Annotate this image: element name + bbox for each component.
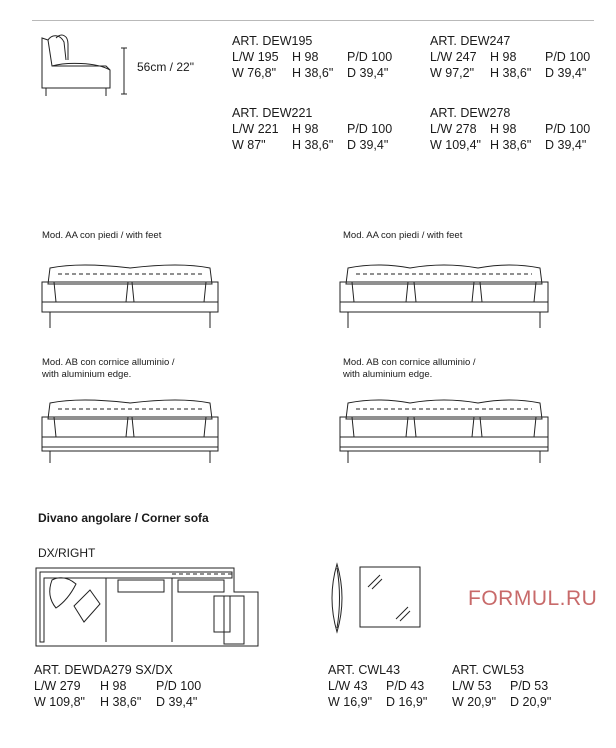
glass-table-top-drawing <box>359 566 421 628</box>
sofa-front-2seat-with-feet <box>41 264 219 328</box>
corner-direction-label: DX/RIGHT <box>38 546 96 560</box>
sofa-side-view-drawing <box>41 34 127 96</box>
mod-ab-label-right: Mod. AB con cornice alluminio / with alu… <box>343 357 476 380</box>
corner-sofa-top-view-drawing <box>35 567 259 647</box>
mod-ab-label-left: Mod. AB con cornice alluminio / with alu… <box>42 357 175 380</box>
mod-aa-label-left: Mod. AA con piedi / with feet <box>42 230 162 241</box>
corner-sofa-title: Divano angolare / Corner sofa <box>38 511 209 525</box>
sofa-front-2seat-aluminium-edge <box>41 399 219 463</box>
sofa-front-3seat-aluminium-edge <box>339 399 549 463</box>
mod-aa-label-right: Mod. AA con piedi / with feet <box>343 230 463 241</box>
top-divider <box>32 20 594 21</box>
cushion-side-drawing <box>331 562 343 634</box>
sofa-front-3seat-with-feet <box>339 264 549 328</box>
side-height-label: 56cm / 22" <box>137 60 194 74</box>
watermark-text: FORMUL.RU <box>468 587 598 610</box>
